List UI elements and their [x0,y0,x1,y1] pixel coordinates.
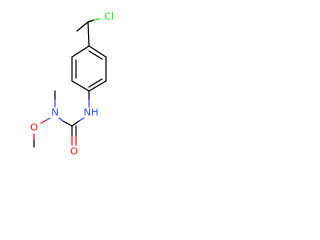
bond-ch-cl-2 [93,18,101,21]
ring-bond-1 [88,45,107,58]
ring-double-bond-1 [88,50,103,60]
bond-methyl-ch [76,21,89,32]
ring-bond-3 [88,80,107,92]
bond-ch-cl-1 [87,19,95,23]
structure-diagram: Cl NH N O O [30,12,114,158]
chlorine-label: Cl [104,12,114,23]
bond-nh-carbonyl-b [71,120,80,127]
ring-bond-4 [71,80,90,92]
bond-carbonyl-n-b [58,117,64,122]
amide-nh-label: NH [84,108,99,119]
carbonyl-oxygen-label: O [70,147,78,158]
bond-n-o-b [40,120,46,124]
bond-n-o-a [44,117,51,122]
ring-double-bond-2 [88,78,103,88]
bond-nh-carbonyl-a [78,117,85,122]
ring-bond-6 [71,45,90,58]
n-methyl-nitrogen-label: N [51,108,58,119]
bond-carbonyl-n-a [62,120,73,127]
methoxy-oxygen-label: O [30,123,38,134]
bond-ch-ring [87,21,90,47]
